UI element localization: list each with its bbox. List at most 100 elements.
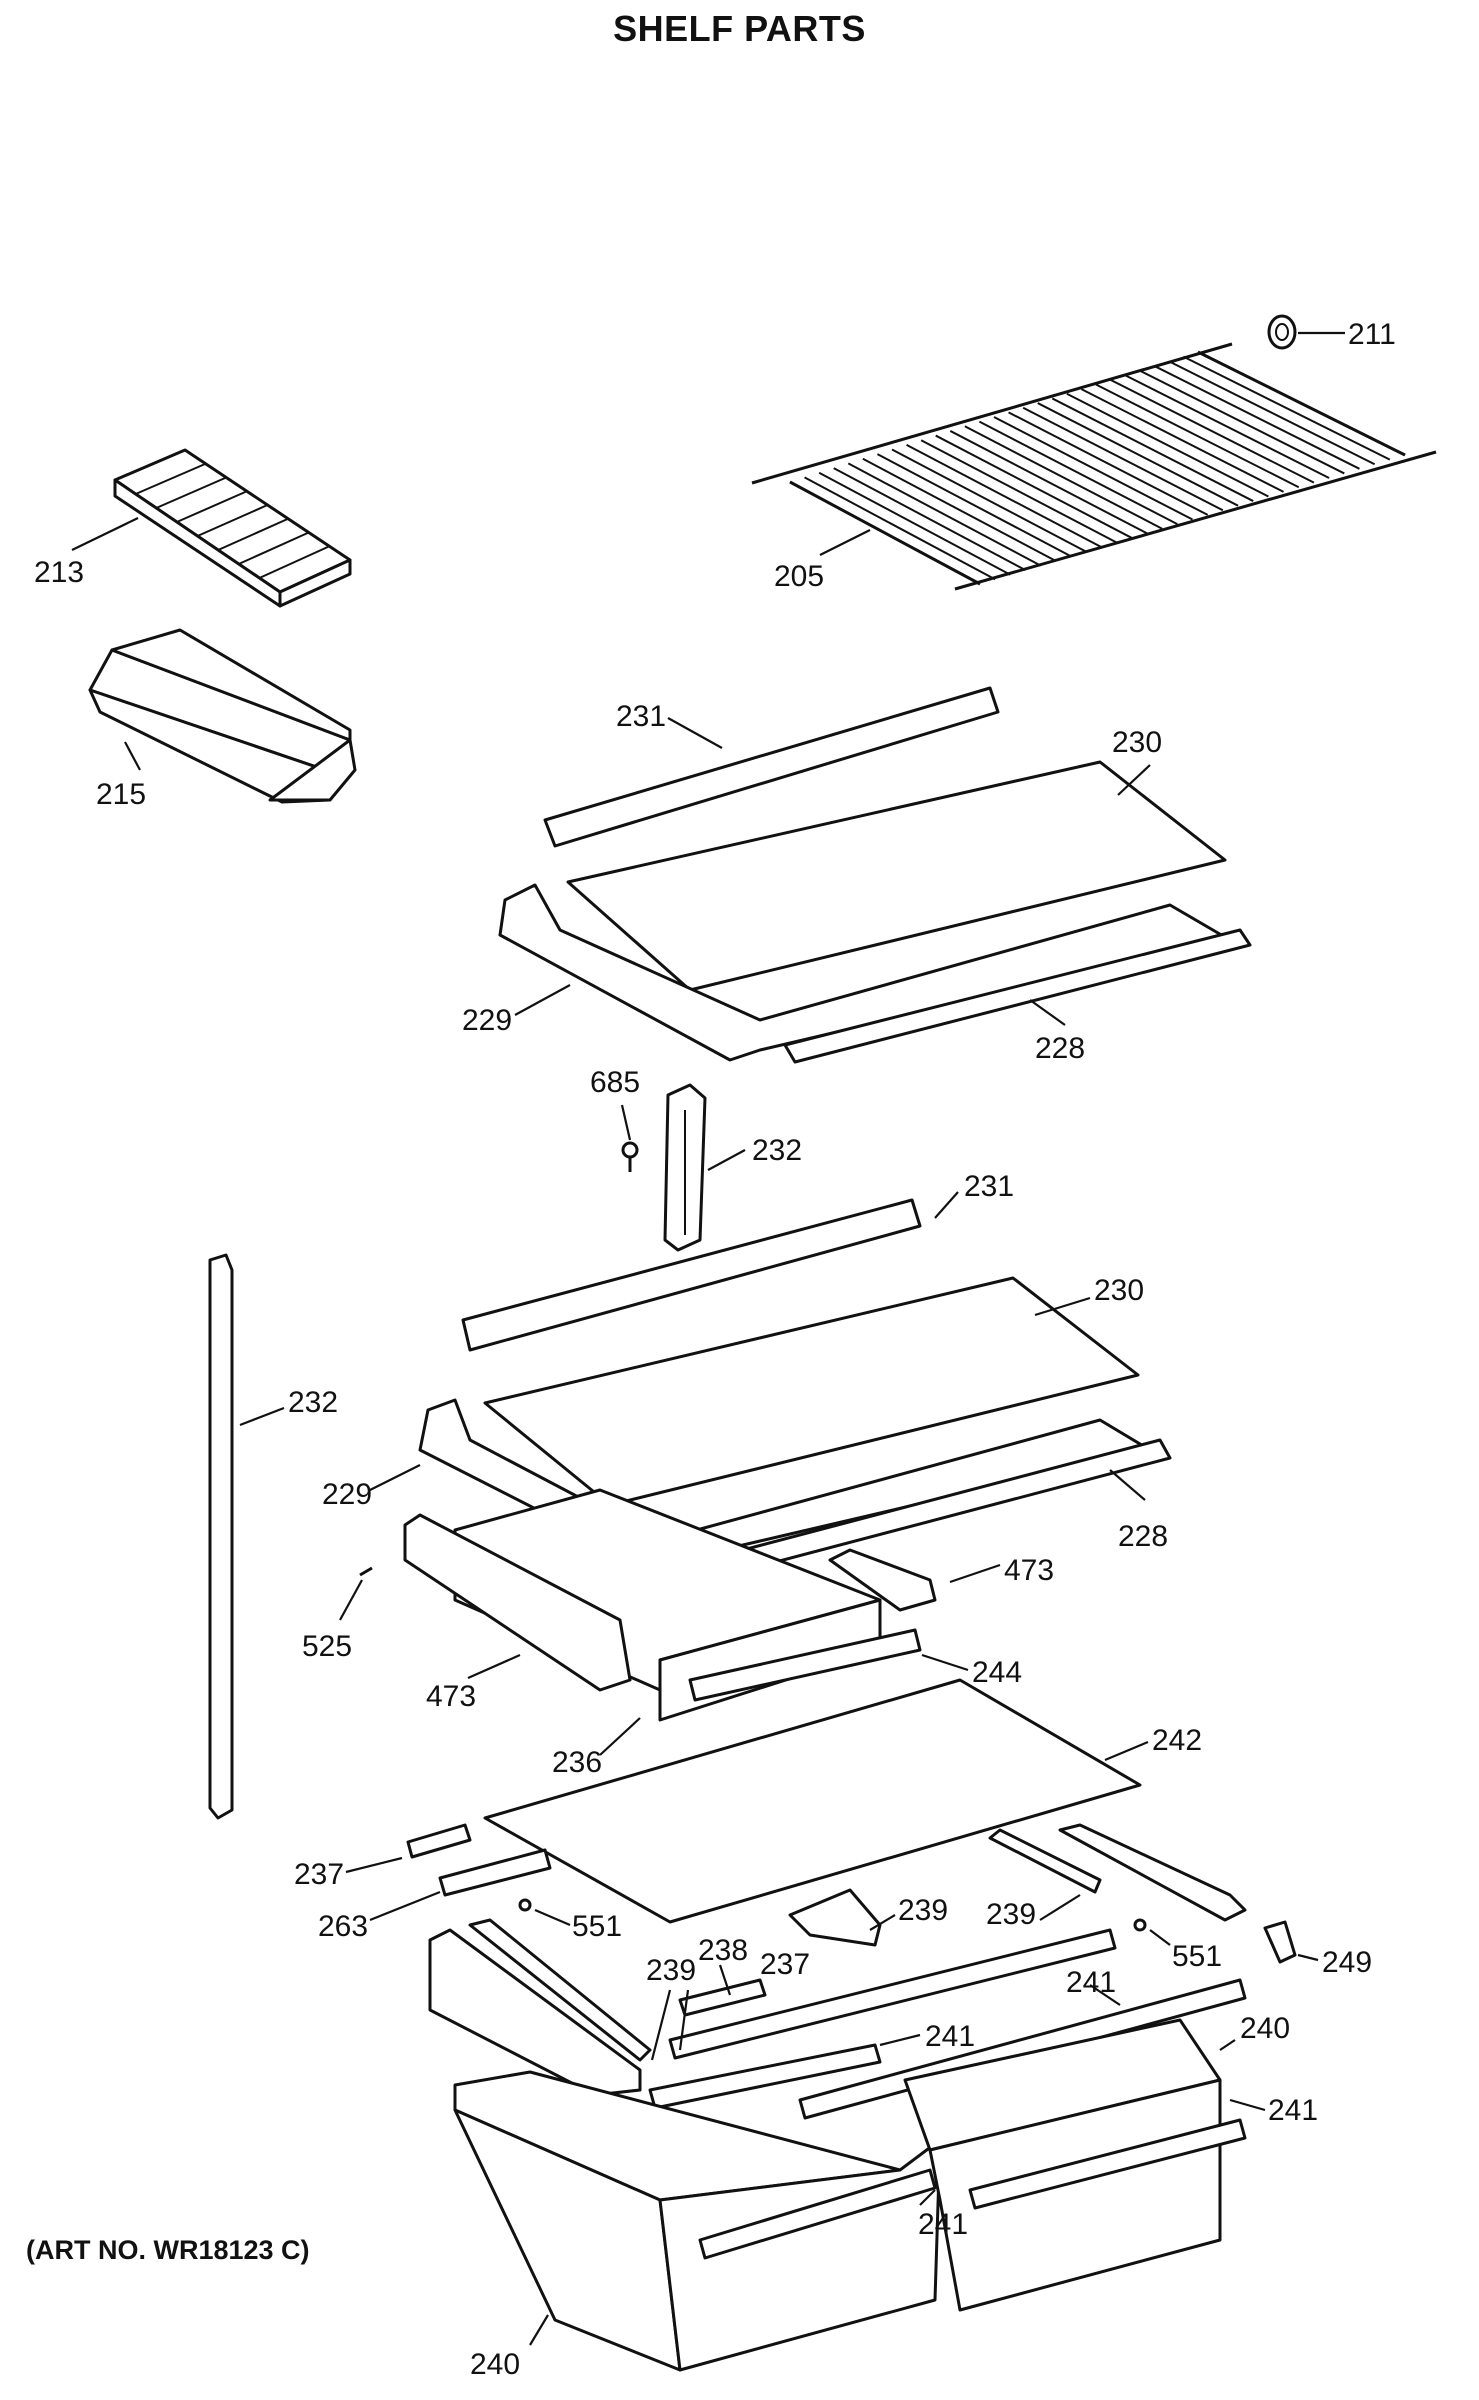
pan-assembly [359, 1488, 937, 1722]
wire-rod [1008, 411, 1209, 516]
callout-242: 242 [1152, 1724, 1202, 1757]
callout-551-right: 551 [1172, 1940, 1222, 1973]
callout-229-middle: 229 [322, 1478, 372, 1511]
wire-rod [847, 462, 1042, 567]
callout-211: 211 [1348, 318, 1396, 351]
part-473-left-slide [403, 1513, 632, 1692]
wire-rod [1153, 365, 1360, 470]
callout-237-upper: 237 [294, 1858, 344, 1891]
wire-rod [789, 481, 981, 585]
part-239-center [788, 1888, 882, 1947]
wire-rod [804, 476, 996, 581]
page-title: SHELF PARTS [613, 8, 866, 49]
part-551-screw-left [518, 1898, 532, 1912]
part-231-middle-trim [461, 1198, 922, 1352]
callout-228-middle: 228 [1118, 1520, 1168, 1553]
wire-rod [1197, 351, 1406, 456]
part-244-trim [688, 1628, 922, 1702]
wire-rod [978, 420, 1178, 525]
upper-shelf-assembly [498, 686, 1252, 1064]
callout-228-upper: 228 [1035, 1032, 1085, 1065]
callout-525: 525 [302, 1630, 352, 1663]
tray-divider [135, 462, 207, 495]
part-230-middle-glass [483, 1276, 1140, 1507]
part-685-screw [621, 1141, 639, 1172]
wire-rod [935, 434, 1133, 539]
part-249-support [1263, 1920, 1297, 1964]
callout-231-middle: 231 [964, 1170, 1014, 1203]
tray-divider [155, 476, 227, 509]
tray-divider [258, 545, 330, 579]
callout-230-middle: 230 [1094, 1274, 1144, 1307]
part-229-upper-frame [498, 883, 1232, 1062]
callout-232-long: 232 [288, 1386, 338, 1419]
part-232-support-short [663, 1083, 707, 1252]
wire-rod [1124, 374, 1330, 479]
tray-divider [217, 517, 289, 551]
part-232-support-long [208, 1253, 234, 1820]
wire-rod [862, 457, 1057, 562]
callout-232-short: 232 [752, 1134, 802, 1167]
callout-240-left: 240 [470, 2348, 520, 2381]
part-231-upper-trim [543, 686, 1000, 848]
part-239-right-rail [1058, 1823, 1247, 1922]
callout-205: 205 [774, 560, 824, 593]
wire-rod [1022, 406, 1224, 512]
wire-rod [1037, 402, 1239, 507]
callout-241-top: 241 [1066, 1966, 1116, 1999]
part-263-bracket [438, 1848, 552, 1897]
art-number: (ART NO. WR18123 C) [26, 2235, 310, 2265]
callout-685: 685 [590, 1066, 640, 1099]
wire-rod [1095, 383, 1300, 489]
part-242-glass [483, 1678, 1142, 1924]
callout-241-middle: 241 [925, 2020, 975, 2053]
wire-rod [1066, 392, 1269, 498]
callout-213: 213 [34, 556, 84, 589]
callout-551-left: 551 [572, 1910, 622, 1943]
wire-rod [1139, 369, 1345, 475]
callout-229-upper: 229 [462, 1004, 512, 1037]
part-238-slide [678, 1978, 767, 2017]
tray-divider [176, 490, 248, 523]
wire-rod [920, 439, 1118, 544]
part-473-right-slide [828, 1548, 937, 1612]
part-237-cross-rail [668, 1928, 1117, 2060]
callout-237-lower: 237 [760, 1948, 810, 1981]
callout-numbers: 211 213 205 215 231 230 229 228 685 232 … [34, 318, 1396, 2381]
callout-239-right: 239 [986, 1898, 1036, 1931]
callout-239-left: 239 [646, 1954, 696, 1987]
callout-238: 238 [698, 1934, 748, 1967]
wire-rod [949, 430, 1148, 535]
part-240-right-drawer [903, 2018, 1247, 2312]
tray-divider [197, 504, 268, 537]
wire-rod [964, 425, 1163, 530]
wire-rod [1182, 355, 1391, 461]
wire-rod [876, 453, 1072, 558]
part-551-screw-right [1133, 1918, 1147, 1932]
callout-239-center: 239 [898, 1894, 948, 1927]
callout-473-left: 473 [426, 1680, 476, 1713]
wire-rod [1080, 388, 1285, 493]
callout-231-upper: 231 [616, 700, 666, 733]
tray-divider [238, 531, 310, 565]
part-525-screw [359, 1566, 373, 1577]
wire-rod [891, 448, 1087, 553]
part-213-ice-tray [113, 448, 352, 608]
part-215-bin [88, 628, 357, 804]
part-240-left-drawer [453, 2070, 942, 2372]
part-230-upper-glass [566, 760, 1227, 992]
callout-241-bottom: 241 [918, 2208, 968, 2241]
wire-rod [1051, 397, 1254, 502]
callout-263: 263 [318, 1910, 368, 1943]
part-239-left-bar [468, 1918, 652, 2062]
part-239-right-bar [988, 1828, 1102, 1894]
part-211-stop [1267, 314, 1297, 350]
part-237-bracket [406, 1823, 472, 1859]
callout-241-right: 241 [1268, 2094, 1318, 2127]
callout-244: 244 [972, 1656, 1022, 1689]
wire-rod [1110, 378, 1315, 484]
callout-473-right: 473 [1004, 1554, 1054, 1587]
leader-lines [71, 331, 1345, 2346]
